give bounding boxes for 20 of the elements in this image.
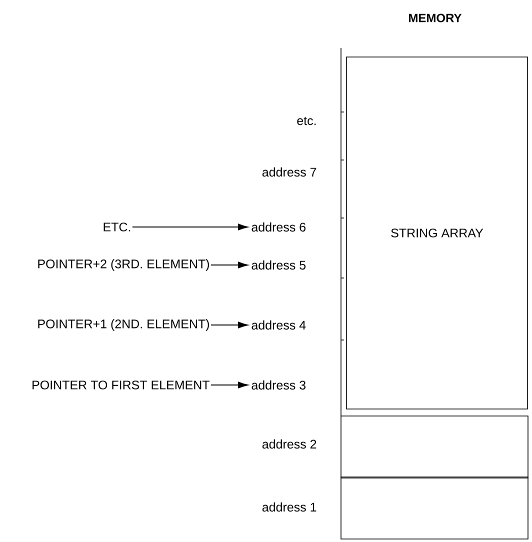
address-label: address 6: [252, 222, 306, 232]
arrow: [132, 224, 248, 230]
pointer-label: ETC.: [104, 222, 130, 232]
address-label: address 7: [262, 167, 316, 177]
heading: MEMORY: [409, 14, 462, 22]
pointer-label: POINTER TO FIRST ELEMENT: [32, 380, 210, 390]
arrow: [210, 382, 248, 388]
pointer-label: POINTER+1 (2ND. ELEMENT): [38, 319, 209, 331]
address-label: etc.: [297, 116, 316, 126]
address-label: address 4: [252, 320, 306, 330]
memory-cell: [340, 416, 528, 478]
arrow: [210, 322, 248, 328]
address-label: address 2: [262, 439, 316, 449]
address-label: address 1: [262, 502, 316, 512]
address-label: address 5: [252, 260, 306, 270]
array-box: STRING ARRAY: [346, 56, 528, 410]
memory-cell: [340, 476, 528, 540]
pointer-label: POINTER+2 (3RD. ELEMENT): [38, 259, 209, 271]
address-label: address 3: [252, 380, 306, 390]
arrow: [210, 262, 248, 268]
